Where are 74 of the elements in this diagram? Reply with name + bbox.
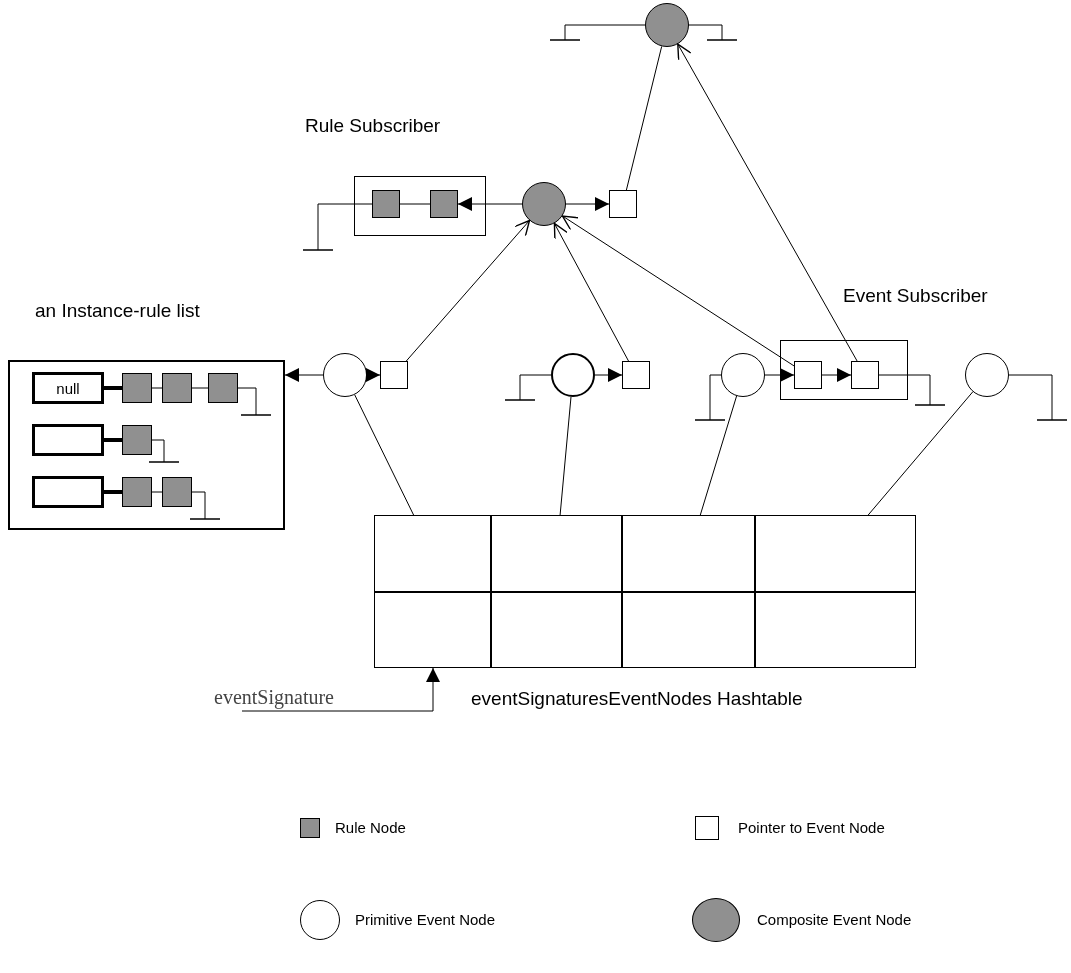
rule-node-square [430,190,458,218]
connector-line [699,395,738,516]
heading: Rule Subscriber [305,115,441,137]
connector-line [151,491,163,493]
null-terminator [504,374,552,401]
key-box [32,372,104,404]
null-terminator [549,24,646,41]
rule-node-square [162,373,192,403]
pointer-square [851,361,879,389]
connector-line [104,438,122,442]
rule-node-square [162,477,192,507]
table-cell [755,592,916,668]
pointer-square [622,361,650,389]
table-cell [491,515,622,592]
table-cell [374,515,491,592]
primitive-event-circle [965,353,1009,397]
arrow [565,197,610,211]
key-label: null [56,379,80,397]
null-terminator [302,203,373,251]
connector-line [559,396,572,516]
table-cell [374,592,491,668]
primitive-event-circle [551,353,595,397]
pointer-square [380,361,408,389]
input-label: eventSignature [214,685,334,709]
connector-line [625,45,663,191]
connector-line [354,394,415,516]
connector-line [191,387,209,389]
null-terminator [694,374,726,421]
rule-node-square [122,425,152,455]
heading: eventSignaturesEventNodes Hashtable [471,688,803,710]
heading: an Instance-rule list [35,300,200,322]
primitive-event-circle [323,353,367,397]
arrow [457,197,523,211]
null-terminator [189,491,221,520]
null-terminator [688,24,738,41]
legend-label: Primitive Event Node [355,911,496,928]
key-box [32,476,104,508]
rule-node-square [122,477,152,507]
null-terminator [148,439,180,463]
table-cell [491,592,622,668]
composite-event-circle [522,182,566,226]
null-terminator [237,387,272,416]
arrow [284,368,324,382]
key-box [32,424,104,456]
table-cell [622,515,755,592]
arrow [821,368,852,382]
null-terminator [878,374,946,406]
arrow [594,368,623,382]
legend-label: Rule Node [335,819,406,836]
null-terminator [1008,374,1068,421]
legend-label: Composite Event Node [757,911,912,928]
arrow [677,43,858,362]
legend-label: Pointer to Event Node [738,819,885,836]
primitive-event-circle [721,353,765,397]
arrow [553,222,629,362]
heading: Event Subscriber [843,285,988,307]
rule-node-square [122,373,152,403]
connector-line [104,490,122,494]
arrow [561,215,795,367]
composite-event-circle [645,3,689,47]
arrow [366,368,381,382]
pointer-square [794,361,822,389]
arrow [405,219,531,362]
arrow [764,368,795,382]
arrow [241,667,440,712]
connector-line [104,386,122,390]
connector-line [399,203,431,205]
rule-node-square [208,373,238,403]
connector-line [151,387,163,389]
pointer-square [609,190,637,218]
connector-line [867,391,974,516]
table-cell [755,515,916,592]
table-cell [622,592,755,668]
rule-node-square [372,190,400,218]
